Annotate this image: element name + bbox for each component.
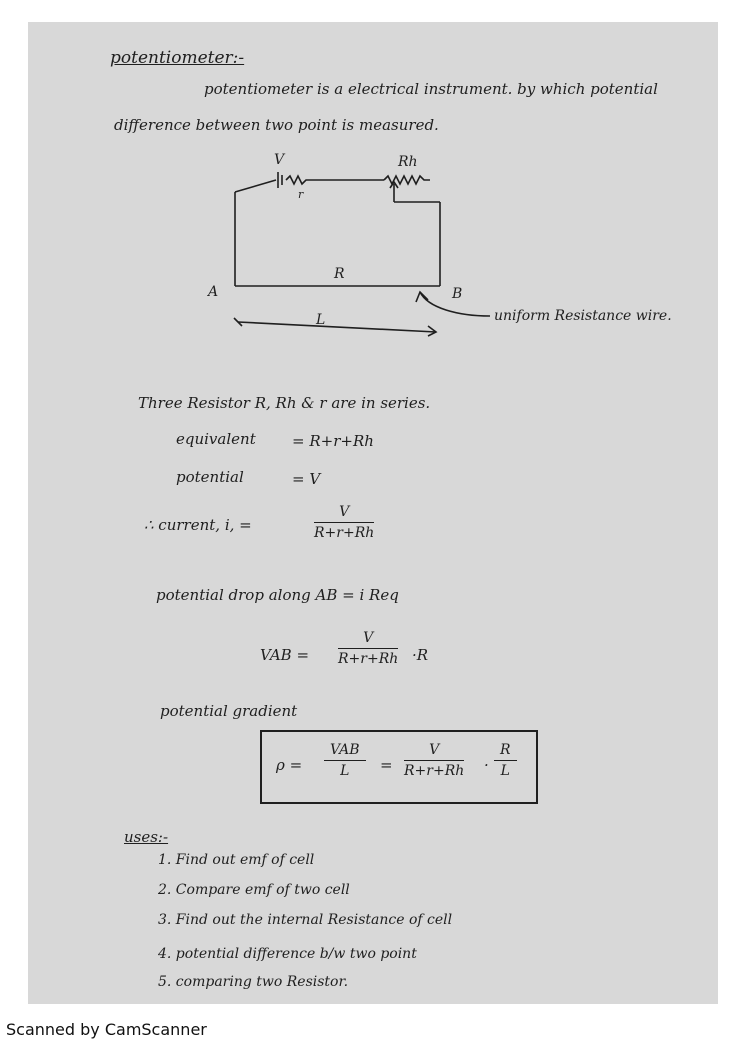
potential-label: potential <box>176 468 244 486</box>
label-B: B <box>451 286 462 302</box>
rho-fraction-3: R L <box>494 742 517 779</box>
length-arrow-right <box>427 325 438 337</box>
dot-operator: · <box>484 756 489 774</box>
equivalent-label: equivalent <box>176 430 256 448</box>
vab-fraction: V R+r+Rh <box>338 630 399 667</box>
current-fraction: V R+r+Rh <box>314 504 375 541</box>
current-numerator: V <box>314 504 375 523</box>
length-line <box>237 321 437 333</box>
use-item: 4. potential difference b/w two point <box>158 946 417 962</box>
note-title: potentiometer:- <box>110 48 245 68</box>
length-tick-left <box>233 317 243 327</box>
internal-resistor <box>285 174 314 186</box>
equivalent-value: = R+r+Rh <box>292 432 374 450</box>
intro-line-2: difference between two point is measured… <box>114 116 439 134</box>
use-item: 5. comparing two Resistor. <box>158 974 349 990</box>
scanned-page: potentiometer:- potentiometer is a elect… <box>28 22 718 1004</box>
vab-tail: ·R <box>412 646 429 664</box>
use-item: 1. Find out emf of cell <box>158 852 315 868</box>
equals-sign: = <box>380 756 393 774</box>
wire-top-left <box>234 179 277 193</box>
intro-line-1: potentiometer is a electrical instrument… <box>204 80 658 98</box>
rho-fraction-2: V R+r+Rh <box>404 742 465 779</box>
vab-label: VAB = <box>260 646 310 664</box>
label-R: R <box>333 266 345 282</box>
series-statement: Three Resistor R, Rh & r are in series. <box>138 394 431 412</box>
label-A: A <box>206 284 218 300</box>
rho-fraction-1: VAB L <box>324 742 366 779</box>
rho-denominator-3: L <box>500 763 510 779</box>
slider-arrowhead <box>389 180 399 189</box>
rho-numerator-2: V <box>404 742 465 761</box>
rho-numerator-3: R <box>494 742 517 761</box>
rho-numerator-1: VAB <box>324 742 366 761</box>
current-label: ∴ current, i, = <box>144 516 252 534</box>
scanner-footer: Scanned by CamScanner <box>6 1020 207 1039</box>
potential-value: = V <box>292 470 321 488</box>
drop-line: potential drop along AB = i Req <box>156 586 399 604</box>
label-rh: Rh <box>397 154 418 170</box>
gradient-formula-box: ρ = VAB L = V R+r+Rh · R L <box>260 730 538 804</box>
current-denominator: R+r+Rh <box>314 525 375 541</box>
use-item: 3. Find out the internal Resistance of c… <box>158 912 453 928</box>
rho-denominator-2: R+r+Rh <box>404 763 465 779</box>
uses-title: uses:- <box>124 828 169 846</box>
label-v: V <box>274 152 286 168</box>
circuit-diagram: V r Rh R A B L uniform Resistance wire. <box>206 152 672 337</box>
gradient-label: potential gradient <box>160 702 298 720</box>
rho-denominator-1: L <box>340 763 350 779</box>
use-item: 2. Compare emf of two cell <box>158 882 350 898</box>
wire-note-arrowhead <box>415 290 429 303</box>
wire-note: uniform Resistance wire. <box>494 308 672 324</box>
rheostat <box>383 174 430 186</box>
label-r-small: r <box>298 188 304 201</box>
wire-note-arrow <box>419 291 491 317</box>
rho-symbol: ρ = <box>276 756 303 774</box>
label-L: L <box>315 312 325 328</box>
vab-numerator: V <box>338 630 399 649</box>
vab-denominator: R+r+Rh <box>338 651 399 667</box>
